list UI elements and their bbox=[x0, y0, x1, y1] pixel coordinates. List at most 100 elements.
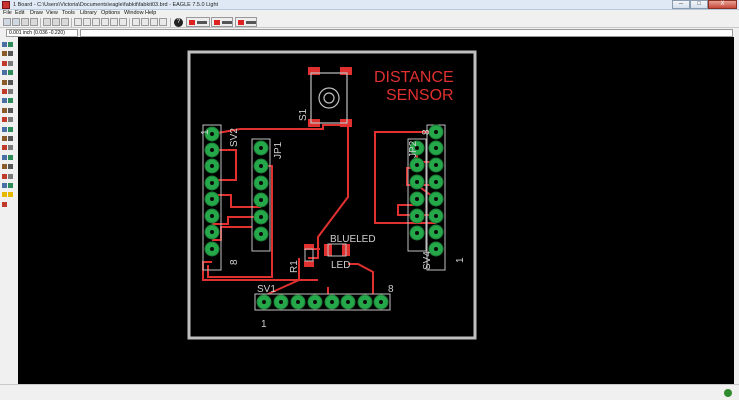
layer-line-icon bbox=[197, 21, 207, 24]
help-icon[interactable]: ? bbox=[174, 18, 183, 27]
drill bbox=[379, 300, 383, 304]
switch-button bbox=[318, 87, 340, 109]
jp2-outline bbox=[407, 138, 427, 252]
split-icon[interactable] bbox=[2, 117, 7, 123]
drill bbox=[415, 163, 419, 167]
minimize-button[interactable]: ─ bbox=[672, 0, 690, 9]
erc-icon[interactable] bbox=[2, 192, 7, 198]
circle-icon[interactable] bbox=[2, 145, 7, 151]
add-icon[interactable] bbox=[2, 98, 7, 104]
drill bbox=[415, 197, 419, 201]
mirror-icon[interactable] bbox=[2, 70, 7, 76]
menu-edit[interactable]: Edit bbox=[15, 10, 25, 16]
ulp-icon[interactable] bbox=[61, 18, 69, 26]
r1-body bbox=[304, 248, 314, 262]
drill bbox=[262, 300, 266, 304]
layer-line-icon bbox=[222, 21, 232, 24]
copy-icon[interactable] bbox=[8, 60, 13, 66]
zoom-out-icon[interactable] bbox=[92, 18, 100, 26]
menu-options[interactable]: Options bbox=[101, 10, 120, 16]
info-icon[interactable] bbox=[2, 42, 7, 47]
drc-icon[interactable] bbox=[8, 192, 13, 198]
errors-icon[interactable] bbox=[2, 201, 7, 207]
drill bbox=[210, 181, 214, 185]
text-icon[interactable] bbox=[8, 136, 13, 141]
header-outlines bbox=[202, 124, 446, 311]
schematic-icon[interactable] bbox=[43, 18, 51, 26]
cam-processor-icon[interactable] bbox=[30, 18, 38, 26]
delete-icon[interactable] bbox=[8, 89, 13, 94]
dimension-icon[interactable] bbox=[8, 173, 13, 179]
menu-help[interactable]: Help bbox=[145, 10, 157, 16]
open-icon[interactable] bbox=[3, 18, 11, 26]
go-icon[interactable] bbox=[159, 18, 167, 26]
green-status-icon bbox=[724, 389, 732, 397]
trace bbox=[212, 149, 237, 181]
optimize-icon[interactable] bbox=[8, 117, 13, 123]
window-title: 1 Board - C:\Users\Victoria\Documents\ea… bbox=[13, 2, 219, 8]
via-icon[interactable] bbox=[2, 164, 7, 170]
menu-tools[interactable]: Tools bbox=[62, 10, 75, 16]
mark-icon[interactable] bbox=[8, 51, 13, 57]
drill bbox=[279, 300, 283, 304]
drill bbox=[434, 230, 438, 234]
zoom-last-icon[interactable] bbox=[119, 18, 127, 26]
rotate-icon[interactable] bbox=[8, 70, 13, 76]
wire-icon[interactable] bbox=[2, 136, 7, 141]
replace-icon[interactable] bbox=[2, 107, 7, 113]
copper-traces bbox=[202, 124, 437, 295]
toolbar-separator bbox=[40, 18, 41, 27]
zoom-in-icon[interactable] bbox=[83, 18, 91, 26]
ratsnest-icon[interactable] bbox=[2, 183, 7, 188]
auto-icon[interactable] bbox=[8, 183, 13, 188]
move-icon[interactable] bbox=[2, 60, 7, 66]
redraw-icon[interactable] bbox=[101, 18, 109, 26]
switch-button-inner bbox=[323, 92, 335, 104]
label-sv4: SV4 bbox=[422, 251, 433, 270]
attribute-icon[interactable] bbox=[2, 173, 7, 179]
arc-icon[interactable] bbox=[8, 145, 13, 151]
change-icon[interactable] bbox=[8, 79, 13, 85]
trace bbox=[348, 263, 374, 294]
command-line-input[interactable] bbox=[80, 29, 733, 37]
menu-view[interactable]: View bbox=[46, 10, 58, 16]
trace bbox=[212, 216, 261, 225]
save-icon[interactable] bbox=[12, 18, 20, 26]
undo-icon[interactable] bbox=[132, 18, 140, 26]
script-icon[interactable] bbox=[52, 18, 60, 26]
menu-library[interactable]: Library bbox=[80, 10, 97, 16]
drill bbox=[434, 214, 438, 218]
layer-bottom-button[interactable] bbox=[211, 17, 233, 27]
zoom-fit-icon[interactable] bbox=[74, 18, 82, 26]
paste-icon[interactable] bbox=[2, 89, 7, 94]
show-icon[interactable] bbox=[8, 42, 13, 47]
lock-icon[interactable] bbox=[8, 107, 13, 113]
label-jp2: JP2 bbox=[408, 140, 419, 158]
route-icon[interactable] bbox=[2, 126, 7, 132]
print-icon[interactable] bbox=[21, 18, 29, 26]
close-button[interactable]: X bbox=[708, 0, 737, 9]
hole-icon[interactable] bbox=[8, 164, 13, 170]
pinswap-icon[interactable] bbox=[8, 98, 13, 104]
board-canvas[interactable]: DISTANCE SENSOR SV2 JP1 S1 JP2 SV4 R1 BL… bbox=[18, 37, 734, 384]
menu-draw[interactable]: Draw bbox=[30, 10, 43, 16]
zoom-select-icon[interactable] bbox=[110, 18, 118, 26]
ripup-icon[interactable] bbox=[8, 126, 13, 132]
drill bbox=[259, 215, 263, 219]
display-icon[interactable] bbox=[2, 51, 7, 57]
stop-icon[interactable] bbox=[150, 18, 158, 26]
drill bbox=[363, 300, 367, 304]
layer-display-button[interactable] bbox=[235, 17, 257, 27]
menu-file[interactable]: File bbox=[3, 10, 12, 16]
toolbar-separator bbox=[129, 18, 130, 27]
group-icon[interactable] bbox=[2, 79, 7, 85]
polygon-icon[interactable] bbox=[8, 154, 13, 160]
command-row: 0.001 inch (0.036 -0.220) bbox=[0, 28, 739, 37]
rect-icon[interactable] bbox=[2, 154, 7, 160]
layer-top-button[interactable] bbox=[186, 17, 210, 27]
layer-color-icon bbox=[238, 20, 244, 25]
maximize-button[interactable]: □ bbox=[690, 0, 708, 9]
menu-window[interactable]: Window bbox=[124, 10, 144, 16]
redo-icon[interactable] bbox=[141, 18, 149, 26]
toolbar-separator bbox=[170, 18, 171, 27]
